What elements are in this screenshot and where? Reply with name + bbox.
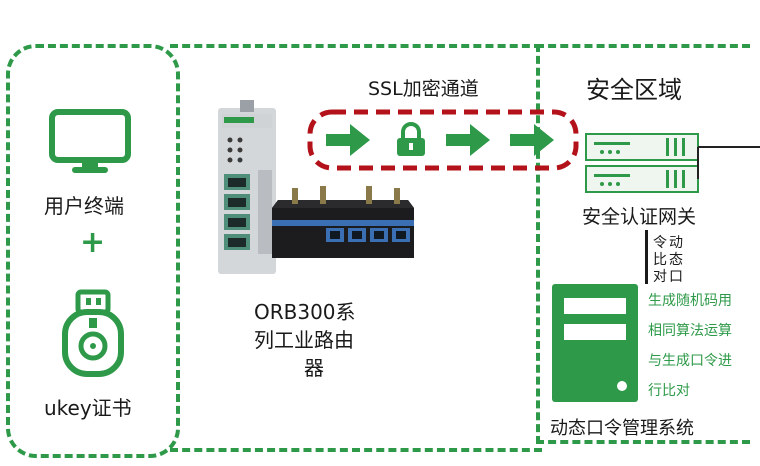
- tunnel-label: SSL加密通道: [368, 78, 479, 100]
- terminal-label: 用户终端: [44, 194, 124, 218]
- vertical-text-line-2: 比态: [653, 252, 685, 268]
- router-desktop-device: [270, 180, 416, 268]
- connector-line: [645, 230, 648, 284]
- router-din-rail-device: [218, 100, 278, 276]
- ssl-tunnel: [306, 108, 582, 174]
- plus-sign: +: [80, 225, 106, 260]
- gateway-server-icon: [582, 130, 760, 198]
- router-label-line-2: 列工业路由: [254, 328, 354, 352]
- gateway-label: 安全认证网关: [582, 206, 697, 228]
- server-desc-line-4: 行比对: [648, 383, 690, 399]
- server-desc-line-2: 相同算法运算: [648, 323, 732, 339]
- router-label-line-1: ORB300系: [254, 300, 356, 324]
- server-label: 动态口令管理系统: [550, 418, 694, 439]
- vertical-text-line-3: 对口: [653, 269, 685, 285]
- server-tower-icon: [552, 284, 638, 402]
- server-desc-line-3: 与生成口令进: [648, 353, 732, 369]
- secure-zone-title: 安全区域: [586, 76, 682, 104]
- lock-icon: [394, 122, 428, 158]
- vertical-text-line-1: 令动: [653, 235, 685, 251]
- router-label-line-3: 器: [304, 356, 324, 380]
- server-desc-line-1: 生成随机码用: [648, 293, 732, 309]
- monitor-icon: [48, 108, 132, 176]
- usb-key-icon: [60, 288, 126, 378]
- secure-zone-dashed-frame: [536, 44, 750, 444]
- left-dashed-panel: [6, 44, 180, 458]
- ukey-label: ukey证书: [44, 396, 132, 420]
- middle-dashed-frame: [170, 44, 542, 452]
